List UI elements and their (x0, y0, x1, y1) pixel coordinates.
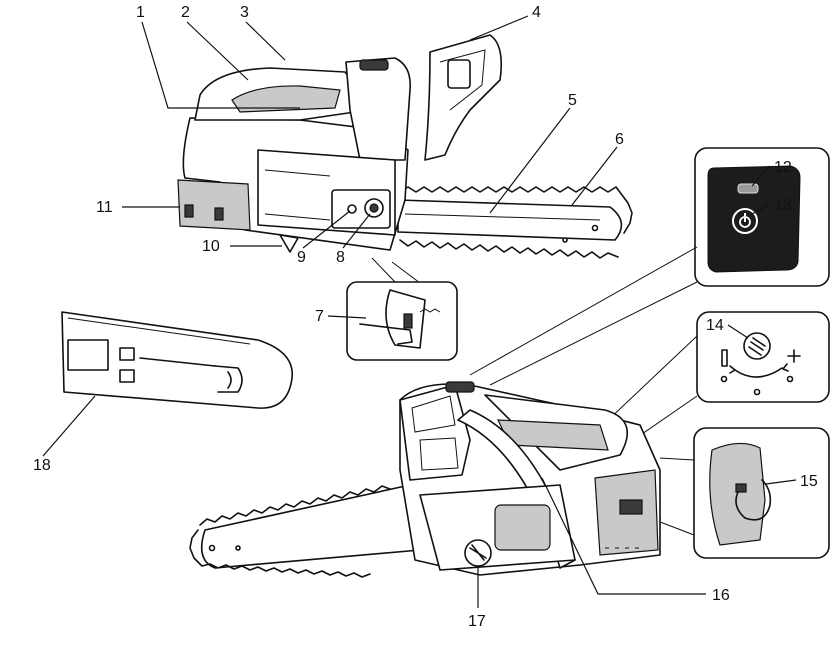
top-chainsaw (177, 34, 633, 361)
callout-18: 18 (33, 457, 51, 474)
tension-dial-inset (567, 311, 830, 471)
bottom-guide-bar (189, 484, 421, 578)
callout-2: 2 (181, 4, 190, 21)
callout-1: 1 (136, 4, 145, 21)
callout-14: 14 (706, 317, 724, 334)
callout-3: 3 (240, 4, 249, 21)
callout-17: 17 (468, 613, 486, 630)
control-panel-inset (469, 147, 830, 386)
callout-4: 4 (532, 4, 541, 21)
callout-8: 8 (336, 249, 345, 266)
callout-11: 11 (96, 199, 113, 216)
callout-12: 12 (774, 159, 792, 176)
hook-inset (654, 427, 830, 559)
callout-9: 9 (297, 249, 306, 266)
bottom-body (399, 381, 661, 576)
detail-inset-7 (346, 257, 458, 361)
top-guide-bar (397, 186, 633, 259)
leader-lines (42, 15, 797, 608)
callout-labels: 1 2 3 4 5 6 7 8 9 10 11 12 13 14 15 16 1… (33, 4, 818, 630)
callout-15: 15 (800, 473, 818, 490)
callout-5: 5 (568, 92, 577, 109)
top-body (177, 34, 503, 253)
guide-bar-cover (61, 311, 293, 409)
indicator-lamp (737, 183, 759, 194)
bottom-chainsaw (189, 381, 661, 578)
callout-10: 10 (202, 238, 220, 255)
callout-6: 6 (615, 131, 624, 148)
callout-13: 13 (774, 197, 792, 214)
callout-16: 16 (712, 587, 730, 604)
callout-7: 7 (315, 308, 324, 325)
